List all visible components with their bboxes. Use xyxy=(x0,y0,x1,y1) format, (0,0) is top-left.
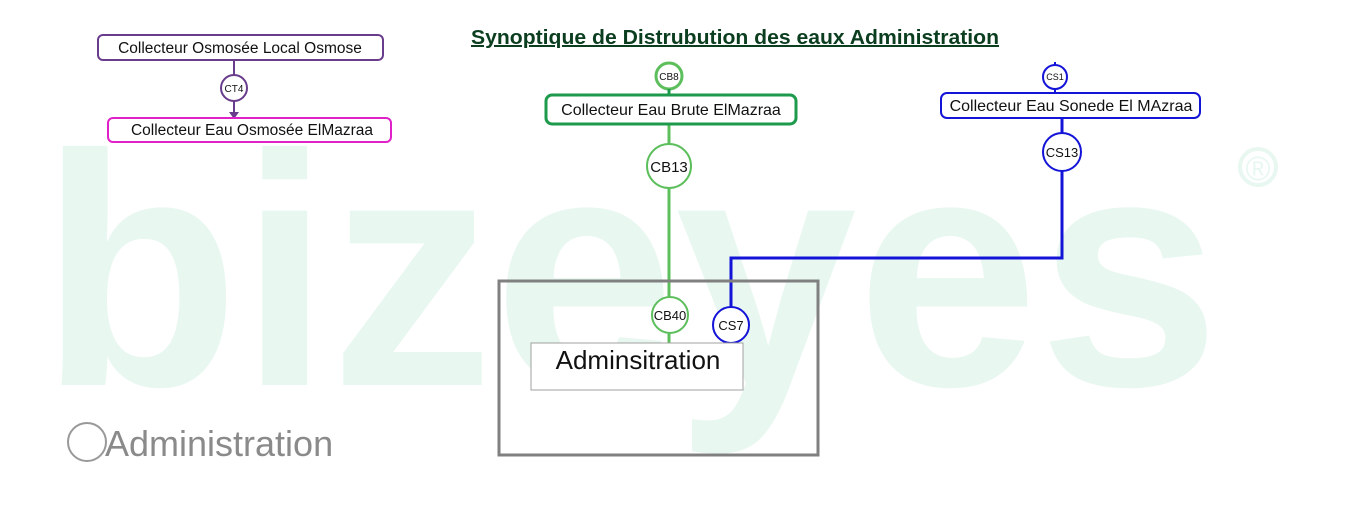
sonede-pipe xyxy=(729,118,1064,308)
collector-sonede[interactable] xyxy=(940,92,1201,119)
legend-radio-icon[interactable] xyxy=(67,422,107,462)
watermark-registered-circle xyxy=(1238,147,1278,187)
counter-ct4[interactable] xyxy=(220,74,248,102)
counter-cs13-label: CS13 xyxy=(1046,145,1079,160)
collector-brute[interactable] xyxy=(544,93,798,126)
counter-cb40[interactable] xyxy=(651,296,689,334)
watermark-text: bizeyes xyxy=(40,86,1220,457)
counter-cs1-label: CS1 xyxy=(1046,72,1064,82)
legend-label: Administration xyxy=(105,423,333,464)
counter-cs13[interactable] xyxy=(1042,132,1082,172)
counter-ct4-label: CT4 xyxy=(225,84,244,95)
counter-cs7-label: CS7 xyxy=(718,318,743,333)
collector-sonede-label: Collecteur Eau Sonede El MAzraa xyxy=(950,98,1193,115)
osmose-arrow-icon xyxy=(229,112,239,119)
counter-cs1[interactable] xyxy=(1042,64,1068,90)
watermark-registered: ® xyxy=(1245,150,1270,188)
collector-osmose-elmazraa-label: Collecteur Eau Osmosée ElMazraa xyxy=(131,122,373,139)
zone-label-box[interactable] xyxy=(530,342,744,391)
collector-osmose-elmazraa[interactable] xyxy=(107,117,392,143)
watermark: bizeyes ® xyxy=(40,86,1278,457)
page-title: Synoptique de Distrubution des eaux Admi… xyxy=(471,27,999,49)
counter-cb8-label: CB8 xyxy=(659,72,679,83)
collector-osmose-local-label: Collecteur Osmosée Local Osmose xyxy=(118,40,362,57)
counter-cb40-label: CB40 xyxy=(654,308,687,323)
collector-osmose-local[interactable] xyxy=(97,34,384,61)
collector-brute-label: Collecteur Eau Brute ElMazraa xyxy=(561,102,781,119)
zone-label: Adminsitration xyxy=(556,345,721,375)
counter-cb13[interactable] xyxy=(646,143,692,189)
counter-cb13-label: CB13 xyxy=(650,159,688,176)
zone-frame xyxy=(497,279,820,457)
